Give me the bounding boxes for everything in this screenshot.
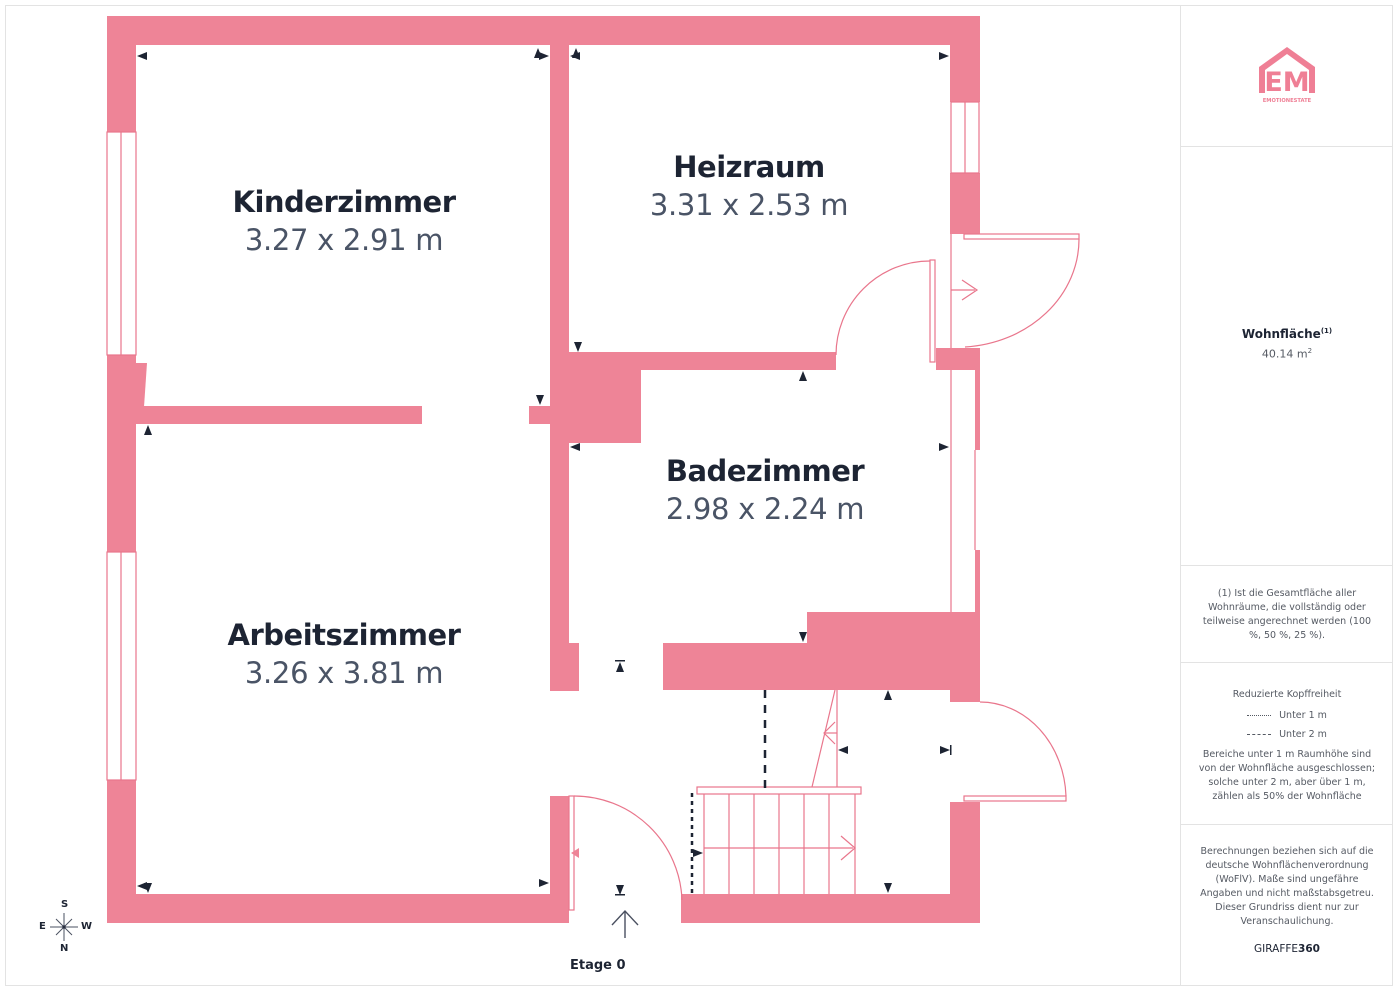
floor-plan — [50, 16, 1080, 941]
footnote-section: (1) Ist die Gesamtfläche aller Wohnräume… — [1181, 566, 1393, 663]
svg-text:EMOTIONESTATE: EMOTIONESTATE — [1263, 98, 1312, 104]
room-dimensions: 3.26 x 3.81 m — [244, 656, 444, 690]
disclaimer-section: Berechnungen beziehen sich auf die deuts… — [1181, 825, 1393, 986]
legend-description: Bereiche unter 1 m Raumhöhe sind von der… — [1198, 749, 1376, 802]
disclaimer-text: Berechnungen beziehen sich auf die deuts… — [1200, 846, 1374, 927]
walls — [107, 16, 980, 923]
info-sidebar: EM EMOTIONESTATE Wohnfläche(1) 40.14 m2 … — [1180, 5, 1393, 986]
dotted-line-icon — [1247, 715, 1272, 716]
room-name: Badezimmer — [665, 454, 865, 488]
headroom-legend: Reduzierte Kopffreiheit Unter 1 m Unter … — [1181, 663, 1393, 825]
floor-label: Etage 0 — [570, 958, 626, 973]
legend-title: Reduzierte Kopffreiheit — [1232, 689, 1342, 700]
door-arrow-marker — [571, 848, 579, 858]
living-area-section: Wohnfläche(1) 40.14 m2 — [1181, 147, 1393, 566]
room-dimensions: 3.27 x 2.91 m — [244, 223, 444, 257]
room-name: Kinderzimmer — [232, 185, 456, 219]
room-name: Heizraum — [673, 150, 825, 184]
room-heizraum: Heizraum 3.31 x 2.53 m — [649, 149, 849, 225]
measurement-markers — [137, 48, 952, 896]
windows-doors — [106, 101, 1080, 911]
svg-text:EM: EM — [1264, 67, 1309, 98]
room-name: Arbeitszimmer — [227, 618, 461, 652]
legend-item-dashed: Unter 2 m — [1181, 729, 1393, 740]
page-frame — [5, 5, 1393, 986]
compass-south-label: S — [61, 899, 69, 910]
logo-section: EM EMOTIONESTATE — [1181, 5, 1393, 147]
room-dimensions: 2.98 x 2.24 m — [665, 492, 865, 526]
legend-label: Unter 1 m — [1279, 710, 1327, 721]
room-dimensions: 3.31 x 2.53 m — [649, 188, 849, 222]
legend-item-dotted: Unter 1 m — [1181, 710, 1393, 721]
compass-east-label: E — [39, 921, 46, 932]
living-area-label: Wohnfläche(1) — [1241, 327, 1333, 341]
compass-west-label: W — [81, 921, 93, 932]
footnote-text: (1) Ist die Gesamtfläche aller Wohnräume… — [1202, 588, 1372, 641]
room-kinderzimmer: Kinderzimmer 3.27 x 2.91 m — [232, 184, 456, 260]
room-arbeitszimmer: Arbeitszimmer 3.26 x 3.81 m — [228, 617, 461, 693]
room-badezimmer: Badezimmer 2.98 x 2.24 m — [665, 453, 865, 529]
compass-icon — [50, 913, 78, 941]
legend-label: Unter 2 m — [1279, 729, 1327, 740]
house-logo-icon: EM EMOTIONESTATE — [1259, 47, 1315, 104]
entrance-arrow-icon — [611, 909, 639, 938]
living-area-value: 40.14 m2 — [1261, 347, 1313, 361]
compass-north-label: N — [60, 943, 69, 954]
dashed-line-icon — [1247, 734, 1272, 735]
giraffe360-brand: GIRAFFE360 — [1254, 943, 1320, 955]
